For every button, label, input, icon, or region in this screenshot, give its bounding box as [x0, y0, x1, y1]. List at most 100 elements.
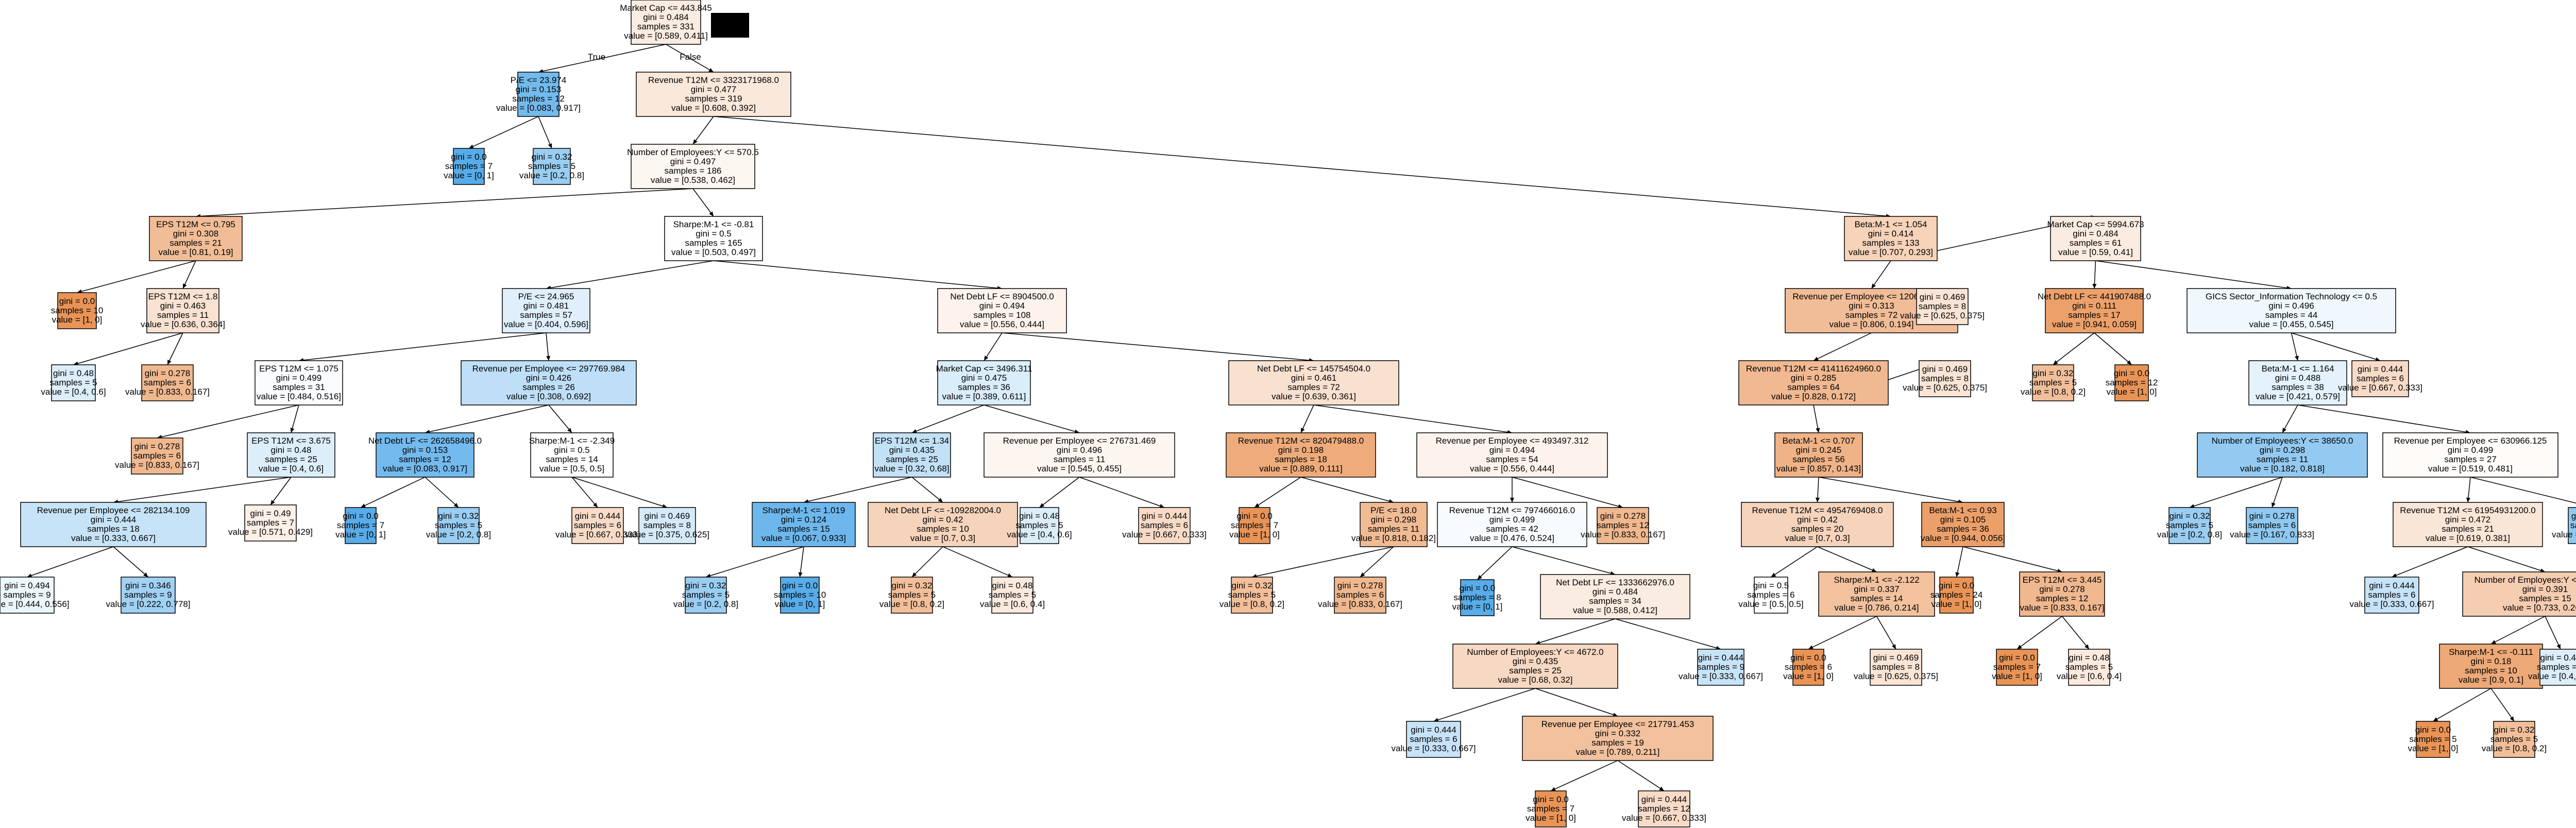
node-text-line: gini = 0.32	[686, 581, 726, 590]
node-text-line: samples = 6	[144, 378, 191, 387]
node-box	[502, 288, 590, 333]
node-text-line: gini = 0.469	[645, 511, 690, 521]
node-text-line: value = [0.32, 0.68]	[874, 464, 949, 474]
node-text-line: Net Debt LF <= 262658496.0	[368, 436, 482, 446]
node-text-line: samples = 5	[1015, 520, 1063, 530]
node-text-line: gini = 0.0	[1999, 653, 2035, 663]
node-text-line: value = [0.806, 0.194]	[1829, 319, 1914, 329]
tree-edge	[713, 260, 1003, 289]
node-box	[376, 432, 474, 478]
node-text-line: value = [0.68, 0.32]	[1498, 675, 1572, 685]
edge-label-true: True	[588, 52, 605, 62]
edge-arrowhead	[2295, 356, 2299, 361]
node-text-line: samples = 72	[1845, 310, 1898, 320]
node-text-line: samples = 7	[247, 518, 294, 528]
tree-edge	[984, 332, 1003, 361]
edge-arrowhead	[1433, 718, 1439, 722]
node-text-line: samples = 6	[2248, 520, 2296, 530]
node-text-line: samples = 24	[1930, 590, 1983, 600]
node-text-line: value = [0.833, 0.167]	[2020, 603, 2105, 613]
tree-edge	[571, 477, 598, 508]
node-text-line: value = [0.625, 0.375]	[1903, 383, 1987, 393]
node-text-line: value = [0.333, 0.667]	[71, 533, 156, 543]
node-box	[1020, 507, 1059, 544]
node-text-line: samples = 5	[2490, 734, 2538, 744]
node-text-line: gini = 0.469	[1873, 653, 1919, 663]
tree-edge	[705, 546, 804, 578]
edge-arrowhead	[912, 429, 917, 433]
tree-edge	[113, 477, 292, 503]
node-text-line: Beta:M-1 <= 0.93	[1929, 505, 1996, 515]
node-text-line: value = [0.625, 0.375]	[1900, 311, 1985, 320]
node-box	[2539, 649, 2576, 686]
node-box	[453, 148, 485, 185]
node-box	[530, 432, 614, 478]
node-text-line: gini = 0.494	[1489, 445, 1535, 455]
node-text-line: samples = 9	[124, 590, 172, 600]
node-box	[2068, 649, 2110, 686]
node-text-line: gini = 0.278	[1600, 511, 1646, 521]
node-text-line: Sharpe:M-1 <= 1.019	[762, 505, 845, 515]
node-box	[255, 360, 343, 405]
node-text-line: value = [1, 0]	[52, 315, 103, 325]
node-text-line: samples = 10	[917, 524, 969, 534]
node-text-line: samples = 15	[2519, 594, 2571, 603]
node-text-line: gini = 0.444	[1698, 653, 1743, 663]
edge-arrowhead	[469, 144, 474, 148]
node-box	[2114, 364, 2149, 401]
node-box	[1844, 216, 1938, 261]
edge-arrowhead	[1771, 572, 1776, 577]
node-text-line: gini = 0.0	[782, 581, 818, 590]
node-box	[146, 288, 219, 333]
node-text-line: value = [0.7, 0.3]	[910, 533, 975, 543]
edge-arrowhead	[183, 283, 187, 289]
node-text-line: samples = 11	[1054, 454, 1105, 464]
tree-edge	[468, 116, 539, 149]
edge-arrowhead	[2127, 360, 2132, 365]
node-text-line: gini = 0.499	[1489, 515, 1535, 525]
node-text-line: value = [0.833, 0.167]	[1318, 599, 1402, 609]
node-box	[2045, 288, 2144, 333]
node-text-line: samples = 18	[87, 524, 140, 534]
node-text-line: samples = 26	[522, 382, 575, 392]
node-text-line: samples = 19	[1591, 738, 1644, 748]
node-box	[1818, 571, 1935, 617]
node-text-line: value = [0.5, 0.5]	[1738, 599, 1803, 609]
node-text-line: gini = 0.488	[2275, 373, 2320, 383]
node-text-line: samples = 5	[682, 590, 730, 600]
node-text-line: gini = 0.444	[91, 515, 136, 525]
tree-edge	[799, 546, 804, 578]
tree-edge	[1254, 477, 1301, 508]
node-box	[2364, 577, 2419, 614]
node-text-line: gini = 0.494	[4, 581, 49, 590]
node-text-line: value = [0.2, 0.8]	[673, 599, 738, 609]
node-box	[1522, 716, 1714, 761]
node-text-line: samples = 7	[1527, 804, 1574, 814]
node-box	[664, 216, 763, 261]
node-text-line: gini = 0.32	[1232, 581, 1273, 590]
tree-edge	[1813, 332, 1872, 361]
edge-arrowhead	[1255, 503, 1260, 508]
node-text-line: samples = 7	[337, 520, 384, 530]
redaction-block	[711, 13, 749, 38]
tree-edge	[73, 332, 183, 365]
node-text-line: value = [0.556, 0.444]	[960, 319, 1044, 329]
tree-edge	[942, 546, 1013, 578]
